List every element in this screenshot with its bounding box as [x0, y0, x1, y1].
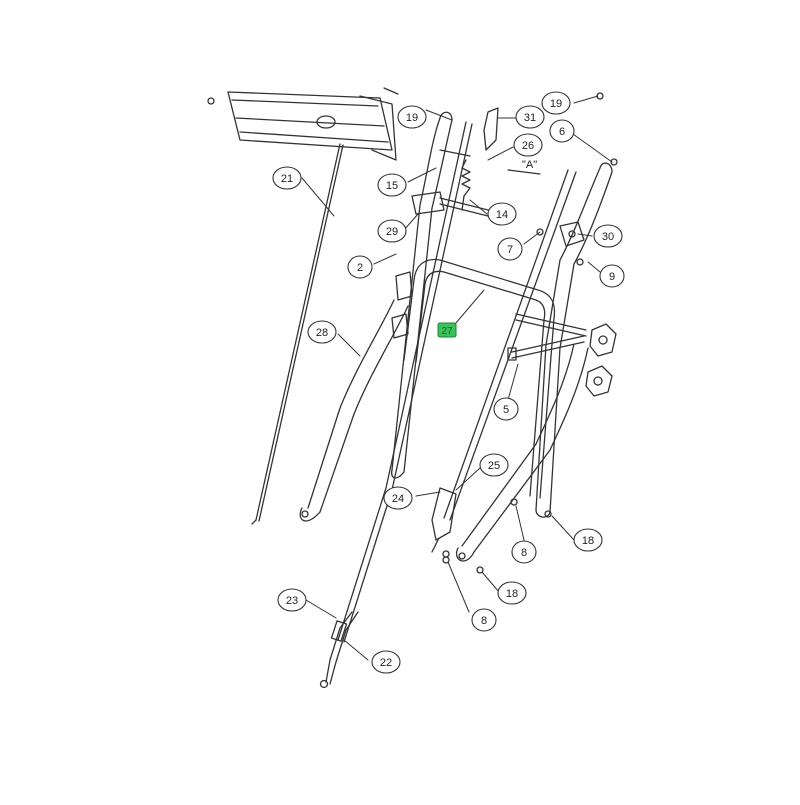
callout-circle — [593, 224, 623, 248]
highlight-tag-label: 27 — [441, 326, 453, 337]
callout-c18a: 18 — [573, 528, 603, 552]
callout-circle — [383, 486, 413, 510]
knob-lower — [585, 365, 613, 397]
callout-number: 9 — [609, 271, 615, 283]
callout-c23: 23 — [277, 588, 307, 612]
callout-circle — [493, 397, 519, 421]
callout-c9: 9 — [599, 264, 625, 288]
callout-circle — [277, 588, 307, 612]
upper-handle-right-tube — [535, 162, 613, 518]
callout-number: 30 — [602, 231, 614, 243]
callout-number: 25 — [488, 460, 500, 472]
callout-circle — [513, 133, 543, 157]
callout-circle — [272, 166, 302, 190]
spring-14 — [461, 159, 471, 211]
bolt-upper — [515, 313, 587, 337]
callout-c24: 24 — [383, 486, 413, 510]
callout-circle — [541, 91, 571, 115]
callout-number: 29 — [386, 226, 398, 238]
callout-number: 19 — [406, 112, 418, 124]
knob-upper — [589, 323, 617, 357]
cable-hook-31 — [483, 107, 499, 151]
callout-c15: 15 — [377, 173, 407, 197]
bolt-5 — [507, 335, 585, 361]
callout-number: 15 — [386, 180, 398, 192]
highlight-tag-27: 27 — [437, 322, 457, 338]
cross-bar-loop — [403, 258, 556, 499]
callout-circle — [511, 540, 537, 564]
callout-number: 24 — [392, 493, 404, 505]
callout-c28: 28 — [307, 320, 337, 344]
callout-number: 22 — [380, 657, 392, 669]
callout-number: 8 — [481, 615, 487, 627]
callout-number: 23 — [286, 595, 298, 607]
clip-24 — [431, 487, 457, 558]
callout-number: 5 — [503, 404, 509, 416]
callout-circle — [487, 202, 517, 226]
callout-circle — [397, 105, 427, 129]
callout-c29: 29 — [377, 219, 407, 243]
lever-left — [391, 271, 413, 339]
lower-rod-turnbuckle — [319, 611, 359, 689]
callout-number: 8 — [521, 547, 527, 559]
callout-c5: 5 — [493, 397, 519, 421]
callout-number: 26 — [522, 140, 534, 152]
callout-circle — [307, 320, 337, 344]
callout-c22: 22 — [371, 650, 401, 674]
callout-c14: 14 — [487, 202, 517, 226]
callout-number: 31 — [524, 112, 536, 124]
callout-c26: 26 — [513, 133, 543, 157]
callout-c19a: 19 — [397, 105, 427, 129]
callout-c30: 30 — [593, 224, 623, 248]
callout-number: 18 — [506, 588, 518, 600]
control-cables — [337, 121, 577, 643]
callout-c25: 25 — [479, 453, 509, 477]
callout-circle — [497, 581, 527, 605]
callout-circle — [599, 264, 625, 288]
callout-number: 18 — [582, 535, 594, 547]
callout-c19b: 19 — [541, 91, 571, 115]
leader-lines — [301, 95, 613, 661]
callout-c7: 7 — [497, 237, 523, 261]
bracket-30 — [559, 221, 585, 247]
upper-housing — [207, 87, 399, 161]
fasteners — [439, 92, 618, 574]
callout-circle — [347, 255, 373, 279]
callout-c2: 2 — [347, 255, 373, 279]
callout-number: 2 — [357, 262, 363, 274]
callout-c31: 31 — [515, 105, 545, 129]
callout-circle — [479, 453, 509, 477]
callout-circle — [515, 105, 545, 129]
callout-circle — [471, 608, 497, 632]
callout-number: 14 — [496, 209, 508, 221]
callout-number: 7 — [507, 244, 513, 256]
callout-circle — [371, 650, 401, 674]
callout-number: 28 — [316, 327, 328, 339]
callout-c6: 6 — [549, 119, 575, 143]
view-marker-a: "A" — [522, 159, 537, 171]
callout-number: 19 — [550, 98, 562, 110]
callout-c21: 21 — [272, 166, 302, 190]
callout-circle — [549, 119, 575, 143]
callout-circle — [497, 237, 523, 261]
callout-c8b: 8 — [471, 608, 497, 632]
callout-c18b: 18 — [497, 581, 527, 605]
lower-handle-left — [299, 299, 409, 522]
callout-circle — [377, 173, 407, 197]
lower-handle-right — [455, 343, 589, 562]
callout-c8a: 8 — [511, 540, 537, 564]
upper-handle-left-tube — [390, 111, 453, 479]
callout-circle — [377, 219, 407, 243]
callout-circle — [573, 528, 603, 552]
callout-number: 21 — [281, 173, 293, 185]
callout-number: 6 — [559, 126, 565, 138]
